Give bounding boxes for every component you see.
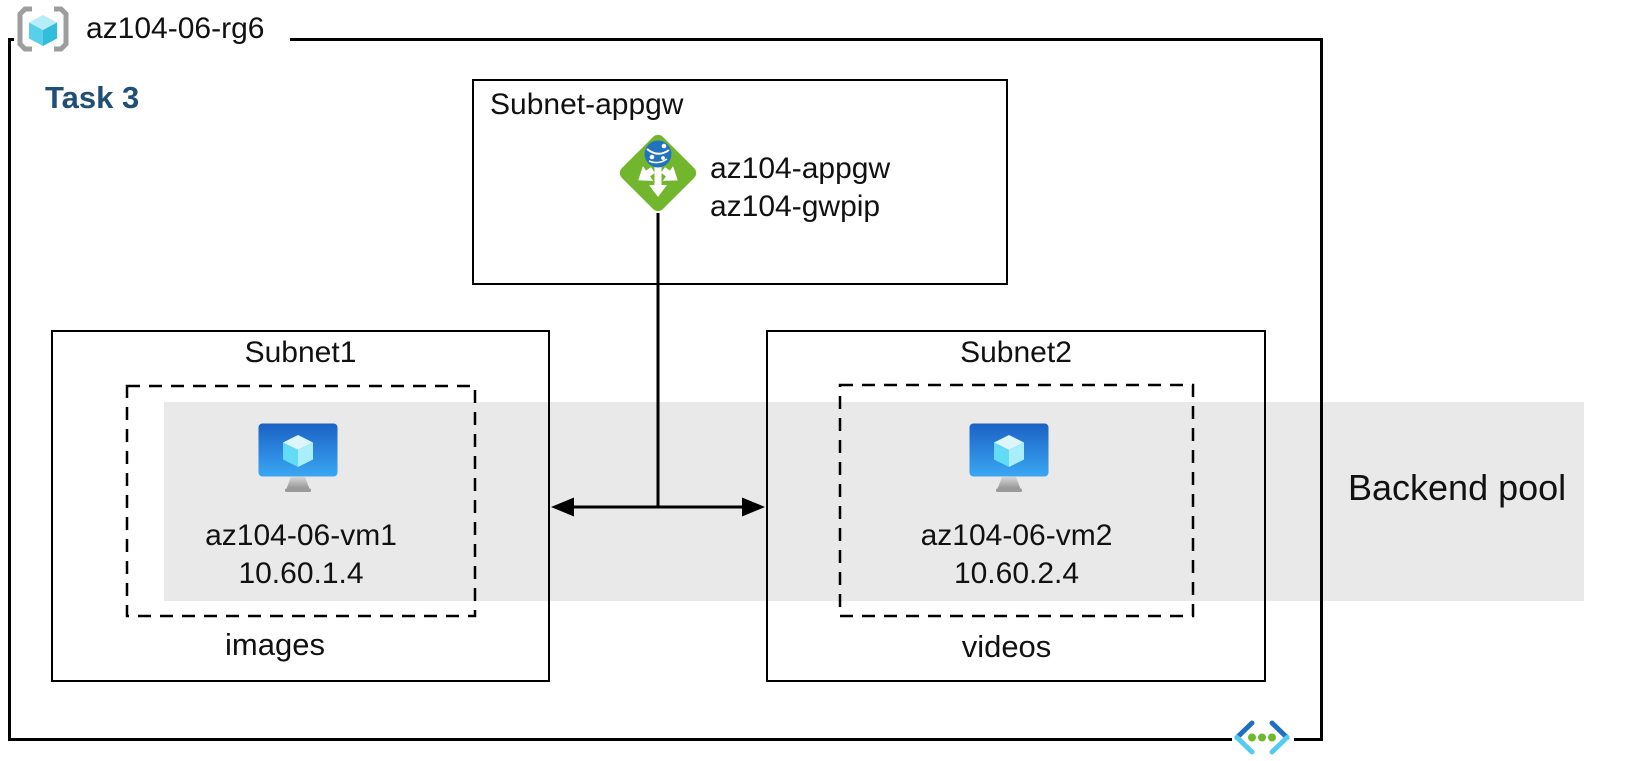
subnet-appgw-box xyxy=(472,79,1008,285)
resource-group-box xyxy=(8,38,1323,741)
vm2-ip: 10.60.2.4 xyxy=(953,557,1080,590)
backend-pool-label: Backend pool xyxy=(1348,467,1567,508)
task-label: Task 3 xyxy=(45,80,140,115)
subnet-appgw-label: Subnet-appgw xyxy=(490,88,684,121)
appgw-public-ip-name: az104-gwpip xyxy=(710,190,881,223)
subnet1-caption: images xyxy=(225,627,325,662)
subnet2-caption: videos xyxy=(961,629,1052,664)
appgw-name: az104-appgw xyxy=(710,152,891,185)
vm1-name: az104-06-vm1 xyxy=(205,519,397,552)
resource-group-header: az104-06-rg6 xyxy=(14,5,291,53)
vm2-name: az104-06-vm2 xyxy=(920,519,1113,552)
subnet1-label: Subnet1 xyxy=(244,336,357,369)
subnet2-box xyxy=(766,330,1266,682)
subnet2-label: Subnet2 xyxy=(960,336,1072,369)
subnet1-box xyxy=(51,330,550,682)
vm1-ip: 10.60.1.4 xyxy=(238,557,364,590)
vm1-text-block: az104-06-vm1 10.60.1.4 xyxy=(126,517,476,593)
resource-group-name: az104-06-rg6 xyxy=(86,12,265,45)
appgw-name-block: az104-appgw az104-gwpip xyxy=(710,150,890,226)
resource-group-icon xyxy=(17,6,69,52)
vm2-text-block: az104-06-vm2 10.60.2.4 xyxy=(839,517,1194,593)
